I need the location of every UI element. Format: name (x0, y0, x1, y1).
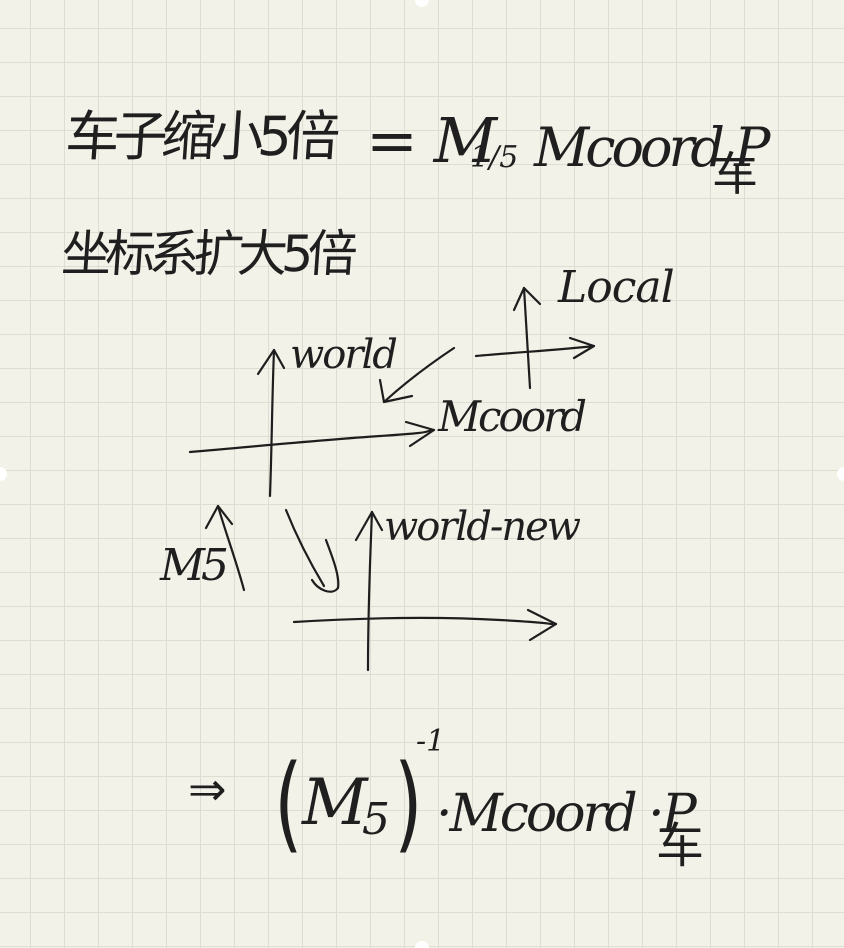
page-notch-left (0, 467, 7, 481)
world-new-y-axis (366, 510, 374, 672)
open-paren: ( (274, 742, 303, 864)
local-y-arrowhead (512, 286, 542, 312)
mcoord-label: Mcoord (438, 392, 587, 441)
mcoord-arrow (382, 346, 456, 404)
equation-car-char: 车 (712, 147, 758, 201)
page-notch-top (415, 0, 429, 7)
page-notch-right (837, 467, 844, 481)
result-m-subscript: 5 (362, 794, 390, 845)
down-arrow (284, 508, 326, 588)
close-paren: ) (394, 742, 423, 864)
world-y-arrowhead (256, 348, 286, 376)
world-y-axis (268, 348, 276, 498)
result-car-char: 车 (656, 818, 705, 874)
implies-arrow: ⇒ (188, 762, 227, 816)
m5-arrowhead (204, 504, 234, 530)
world-new-x-axis (292, 616, 558, 626)
local-y-axis (522, 286, 532, 390)
result-mcoord-p: ·Mcoord ·P (436, 784, 697, 844)
equation-mcoord-p: Mcoord P (534, 116, 770, 179)
page-notch-bottom (415, 941, 429, 948)
world-x-arrowhead (404, 420, 436, 448)
result-m: M (302, 766, 368, 840)
world-new-x-arrowhead (526, 608, 558, 642)
world-new-y-arrowhead (354, 510, 384, 542)
mcoord-arrowhead (378, 378, 414, 404)
m5-label: M5 (160, 540, 229, 591)
local-label: Local (558, 262, 675, 313)
down-arrowhead (310, 538, 340, 593)
inverse-exponent: -1 (416, 724, 446, 759)
m5-arrow (216, 504, 246, 592)
world-label: world (290, 332, 398, 378)
local-x-axis (474, 344, 596, 358)
world-x-axis (188, 428, 436, 454)
world-new-label: world-new (384, 504, 581, 550)
equation-fraction: 1/5 (470, 140, 519, 175)
equation-equals-m: = M (366, 104, 497, 177)
local-x-arrowhead (568, 336, 596, 360)
